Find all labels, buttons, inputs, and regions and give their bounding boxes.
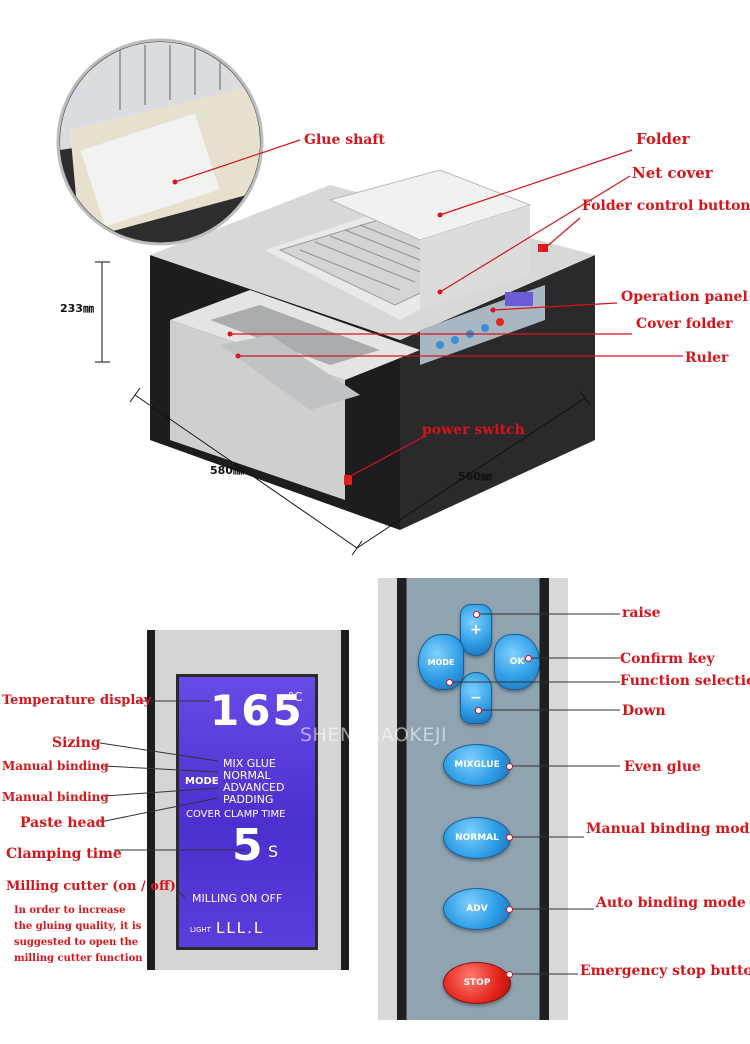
label-paste-head: Paste head <box>20 815 106 831</box>
stop-button[interactable]: STOP <box>443 962 511 1004</box>
lcd-temp-unit: °C <box>288 690 303 704</box>
label-function-selection: Function selection <box>620 673 750 689</box>
stop-marker <box>506 971 513 978</box>
mixglue-button-label: MIXGLUE <box>454 760 500 770</box>
mode-marker <box>446 679 453 686</box>
mode-button-label: MODE <box>427 657 455 667</box>
watermark: SHENJIAAOKEJI <box>300 724 448 746</box>
raise-button[interactable]: + <box>460 604 492 656</box>
raise-marker <box>473 611 480 618</box>
label-manual-binding-2: Manual binding <box>2 790 109 804</box>
label-glue-shaft: Glue shaft <box>304 132 385 148</box>
label-emergency-stop-button: Emergency stop button <box>580 963 750 979</box>
mode-button[interactable]: MODE <box>418 634 464 690</box>
dimension-depth: 560㎜ <box>458 470 492 483</box>
label-raise: raise <box>622 605 661 621</box>
lcd-mode-advanced: ADVANCED <box>223 781 285 794</box>
dimension-width: 580㎜ <box>210 464 244 477</box>
lcd-leader-lines <box>99 700 245 899</box>
adv-button-label: ADV <box>466 904 488 914</box>
label-manual-binding-1: Manual binding <box>2 759 109 773</box>
cover-folder-plate <box>210 305 380 365</box>
lcd-temperature: 165 <box>210 686 304 735</box>
dimension-height: 233㎜ <box>60 302 94 315</box>
label-power-switch: power switch <box>422 422 525 438</box>
milling-cutter-note: In order to increase the gluing quality,… <box>14 905 143 964</box>
mixglue-marker <box>506 763 513 770</box>
label-cover-folder: Cover folder <box>636 316 733 332</box>
raise-button-label: + <box>470 622 482 638</box>
label-milling-cutter: Milling cutter (on / off) <box>6 879 176 894</box>
mixglue-button[interactable]: MIXGLUE <box>443 744 511 786</box>
label-down: Down <box>622 703 666 719</box>
lcd-mode-label: MODE <box>185 776 219 787</box>
label-net-cover: Net cover <box>632 164 713 182</box>
label-operation-panel: Operation panel <box>621 289 748 305</box>
normal-marker <box>506 834 513 841</box>
lcd-milling: MILLING ON OFF <box>192 892 283 905</box>
lcd-clamp-value: 5 <box>232 820 263 871</box>
down-button-label: − <box>470 690 482 706</box>
label-auto-binding-mode: Auto binding mode <box>596 895 746 911</box>
adv-button[interactable]: ADV <box>443 888 511 930</box>
lcd-mode-normal: NORMAL <box>223 769 271 782</box>
down-marker <box>475 707 482 714</box>
machine-illustration <box>56 38 683 556</box>
label-temperature-display: Temperature display <box>2 693 152 708</box>
label-confirm-key: Confirm key <box>620 651 715 667</box>
label-folder: Folder <box>636 130 690 148</box>
lcd-mode-mixglue: MIX GLUE <box>223 757 276 770</box>
label-manual-binding-mode: Manual binding mode <box>586 821 750 837</box>
label-sizing: Sizing <box>52 735 101 751</box>
label-ruler: Ruler <box>685 350 729 366</box>
lcd-screen <box>176 674 318 950</box>
normal-button-label: NORMAL <box>455 833 499 843</box>
lcd-cover-clamp-time: COVER CLAMP TIME <box>186 809 286 820</box>
ok-marker <box>525 655 532 662</box>
ok-button[interactable]: OK <box>494 634 540 690</box>
down-button[interactable]: − <box>460 672 492 724</box>
label-even-glue: Even glue <box>624 759 701 775</box>
folder-unit-side <box>420 205 530 310</box>
lcd-clamp-unit: S <box>268 842 279 861</box>
ruler-plate <box>220 335 360 410</box>
label-folder-control-button: Folder control button <box>582 198 750 214</box>
normal-button[interactable]: NORMAL <box>443 817 511 859</box>
lcd-mode-padding: PADDING <box>223 793 274 806</box>
ok-button-label: OK <box>509 657 525 667</box>
stop-button-label: STOP <box>463 978 491 988</box>
lcd-light-value: LLL.L <box>216 919 265 937</box>
label-clamping-time: Clamping time <box>6 846 122 862</box>
lcd-light-label: LIGHT <box>190 926 211 934</box>
panel-leader-lines <box>450 613 620 975</box>
adv-marker <box>506 906 513 913</box>
